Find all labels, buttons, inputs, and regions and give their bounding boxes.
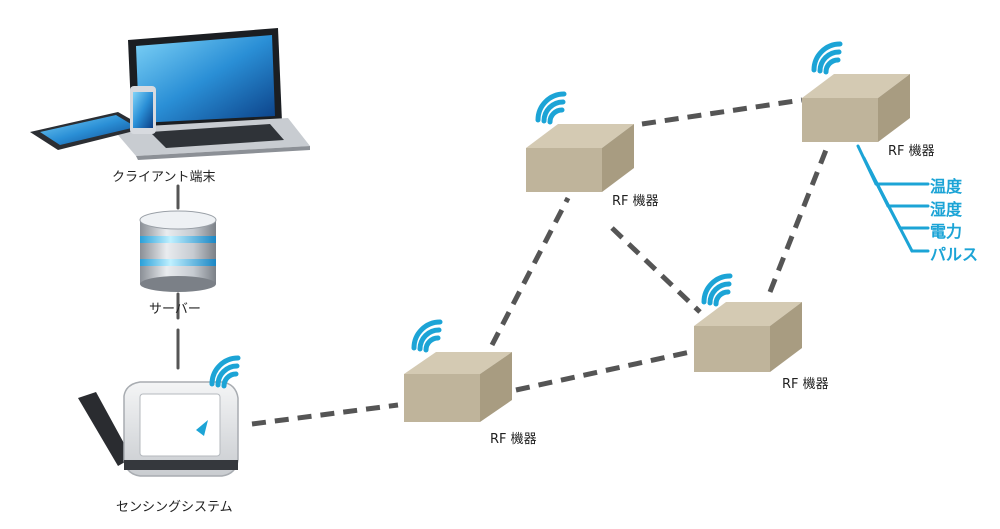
rf-device-label: RF 機器 [612,194,659,209]
sensor-power: 電力 [930,222,963,241]
sensor-branch-tree [856,144,930,253]
database-icon [139,210,217,292]
rf-device-label: RF 機器 [782,377,829,392]
rf3-rf4-link [767,149,829,293]
rf-device-box [526,124,634,192]
rf-device-label: RF 機器 [490,432,537,447]
sensor-temperature: 温度 [930,177,963,196]
rf-device-label: RF 機器 [888,144,935,159]
rf-device-box [802,74,910,142]
wifi-icon [701,273,733,307]
rf1-rf3-link [515,349,691,393]
rf2-rf3-link [610,226,702,314]
server-label: サーバー [149,302,201,317]
wifi-icon [811,41,843,75]
mesh-connections [251,97,829,427]
wifi-icon [209,355,241,389]
phone-icon [130,86,156,134]
tablet-icon [30,112,146,150]
sensing-rf1-link [251,402,399,427]
wifi-icon [535,91,567,125]
rf2-rf4-link [641,97,803,127]
sensing-system-label: センシングシステム [116,500,233,515]
sensor-humidity: 湿度 [930,200,963,219]
laptop-icon [112,28,310,160]
rf-device-box [694,302,802,372]
client-terminal-label: クライアント端末 [112,170,216,185]
wifi-icon [411,319,443,353]
rf-device-box [404,352,512,422]
sensor-pulse: パルス [930,245,979,264]
rf1-rf2-link [489,196,571,347]
gateway-icon [78,381,239,477]
